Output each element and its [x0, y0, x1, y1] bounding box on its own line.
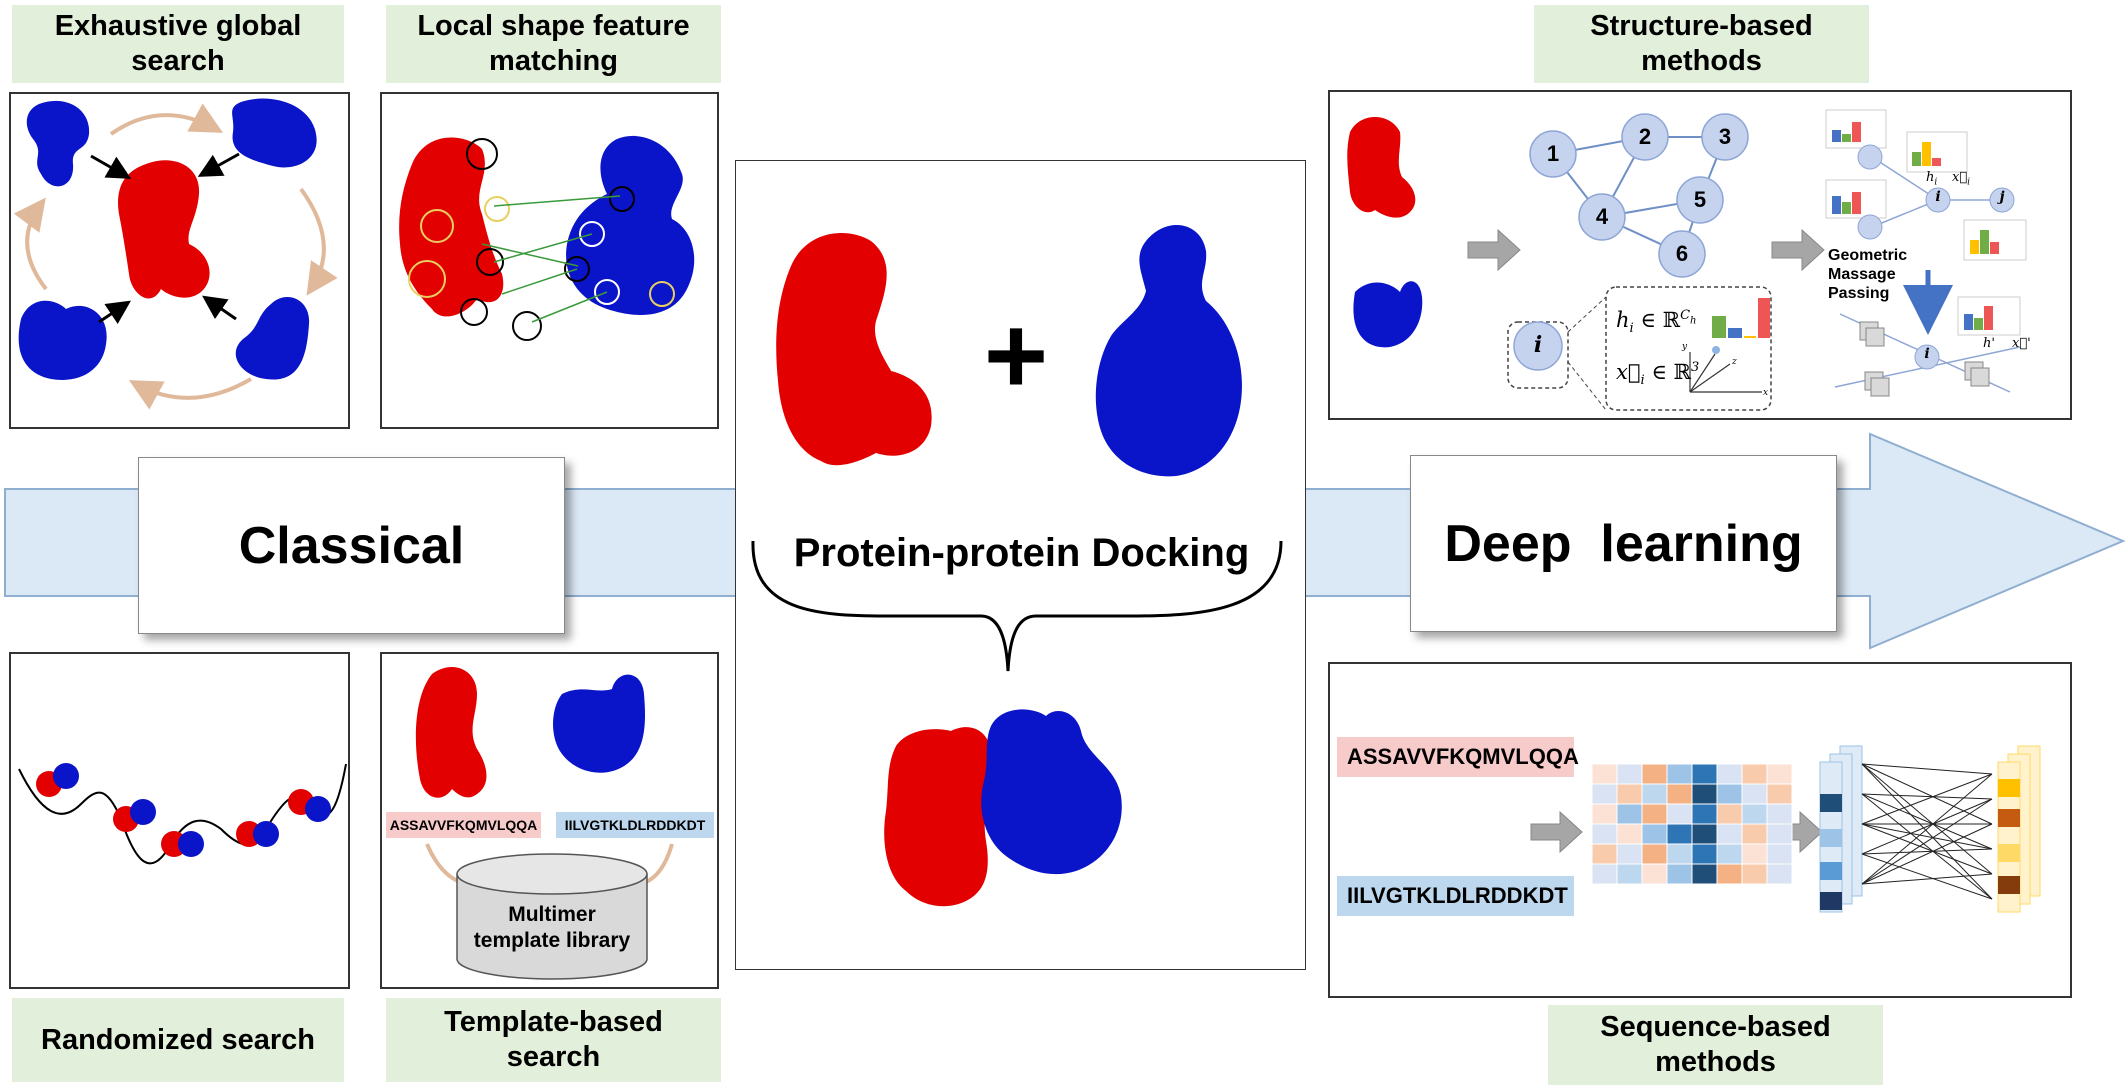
- blue-protein-tl: [26, 100, 90, 187]
- blue-protein-tr: [232, 98, 317, 168]
- energy-landscape: [18, 763, 347, 865]
- sequence-seq-a: ASSAVVFKQMVLQQA: [1337, 737, 1579, 777]
- graph-node-6: 6: [1675, 241, 1689, 266]
- blue-protein-complex: [981, 709, 1122, 875]
- mp-node-i: i: [1935, 189, 1941, 205]
- panel-structure-based: 1 2 3 4 5 6 i i j i Geometric Massage Pa…: [1328, 90, 2072, 420]
- pair-matrix: [1591, 763, 1793, 885]
- blue-protein: [1353, 281, 1423, 348]
- docking-title: Protein-protein Docking: [793, 531, 1250, 575]
- complex-4: [236, 821, 279, 847]
- axis-z-label: z: [1732, 357, 1737, 367]
- mp-node-j: j: [1999, 189, 2005, 205]
- small-x-prime: x⃗': [2012, 336, 2031, 351]
- structure-illustration: [1347, 109, 2027, 411]
- label-structure-based: Structure-based methods: [1534, 5, 1869, 83]
- docking-illustration: [751, 224, 1283, 907]
- small-h: hi: [1926, 170, 1938, 188]
- complex-5: [288, 789, 331, 822]
- graph-node-1: 1: [1546, 141, 1560, 166]
- template-illustration: [415, 666, 674, 980]
- graph-node-4: 4: [1595, 204, 1609, 229]
- exhaustive-illustration: [13, 98, 338, 410]
- blue-protein: [553, 674, 646, 773]
- label-randomized-search: Randomized search: [12, 998, 344, 1082]
- label-template-search: Template-based search: [386, 998, 721, 1082]
- red-protein-receptor: [776, 233, 932, 466]
- deep-learning-label: Deep learning: [1444, 514, 1803, 573]
- graph-node-2: 2: [1638, 124, 1652, 149]
- panel-template-search: ASSAVVFKQMVLQQA IILVGTKLDLRDDKDT Multime…: [380, 652, 719, 989]
- small-x: x⃗i: [1952, 170, 1971, 188]
- gray-arrow-2: [1771, 228, 1825, 272]
- red-protein-center: [118, 160, 210, 299]
- label-exhaustive-search: Exhaustive global search: [12, 5, 344, 83]
- red-protein: [415, 666, 487, 798]
- classical-box: Classical: [138, 457, 565, 634]
- panel-sequence-based: ASSAVVFKQMVLQQA IILVGTKLDLRDDKDT: [1328, 662, 2072, 998]
- red-protein: [399, 137, 504, 317]
- graph-node-i-zoom: i: [1533, 332, 1543, 358]
- sequence-illustration: [1530, 745, 2041, 913]
- axis-y-label: y: [1682, 342, 1688, 352]
- label-local-shape-matching: Local shape feature matching: [386, 5, 721, 83]
- red-protein: [1347, 117, 1416, 218]
- deep-learning-box: Deep learning: [1410, 455, 1837, 632]
- blue-protein: [566, 135, 695, 315]
- template-seq-a: ASSAVVFKQMVLQQA: [386, 812, 541, 838]
- gray-arrow-1: [1467, 228, 1521, 272]
- database-cylinder: [456, 874, 648, 980]
- graph-node-3: 3: [1718, 124, 1732, 149]
- embedding-stack: [1819, 745, 1863, 913]
- panel-randomized-search: [9, 652, 350, 989]
- axis-x-label: x: [1763, 388, 1769, 398]
- plus-sign: +: [983, 294, 1049, 417]
- complex-1: [36, 763, 79, 797]
- panel-protein-docking: + Protein-protein Docking: [735, 160, 1306, 970]
- feature-x: x⃗i ∈ ℝ3: [1616, 360, 1700, 389]
- output-stack: [1997, 745, 2041, 913]
- complex-3: [161, 831, 204, 857]
- panel-exhaustive-search: [9, 92, 350, 429]
- panel-local-shape-matching: [380, 92, 719, 429]
- graph-node-5: 5: [1693, 187, 1707, 212]
- classical-label: Classical: [238, 516, 465, 575]
- template-library-label: Multimer template library: [473, 903, 631, 952]
- brace: [751, 540, 1283, 672]
- small-h-prime: h': [1983, 336, 1995, 351]
- complex-2: [113, 799, 156, 832]
- blue-protein-ligand: [1095, 224, 1242, 477]
- template-seq-b: IILVGTKLDLRDDKDT: [556, 812, 714, 838]
- blue-protein-bl: [18, 300, 107, 380]
- feature-h: hi ∈ ℝCh: [1616, 308, 1697, 337]
- gray-arrow-1: [1530, 810, 1583, 854]
- message-passing-label: Geometric Massage Passing: [1828, 247, 1908, 302]
- local-shape-illustration: [399, 135, 695, 341]
- red-protein-complex: [884, 727, 991, 907]
- label-sequence-based: Sequence-based methods: [1548, 1005, 1883, 1085]
- sequence-seq-b: IILVGTKLDLRDDKDT: [1337, 876, 1574, 916]
- mp-node-i-updated: i: [1924, 346, 1930, 362]
- fully-connected: [1861, 763, 1993, 900]
- blue-protein-br: [235, 296, 310, 380]
